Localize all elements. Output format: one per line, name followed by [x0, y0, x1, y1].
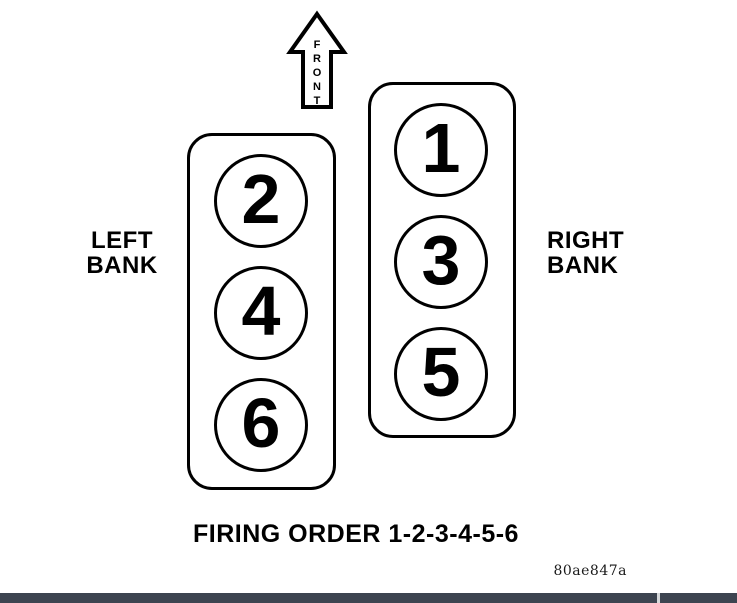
right-bank-outline: 1 3 5 [368, 82, 516, 438]
bottom-bar-divider [657, 593, 660, 603]
cylinder-number: 4 [241, 272, 281, 350]
cylinder-number: 2 [241, 160, 281, 238]
bottom-bar [0, 593, 737, 603]
firing-order-caption: FIRING ORDER 1-2-3-4-5-6 [193, 520, 519, 548]
right-bank-label-line2: BANK [547, 252, 619, 279]
cylinder-number: 6 [241, 384, 281, 462]
right-bank-label-line1: RIGHT [547, 227, 625, 254]
left-bank-outline: 2 4 6 [187, 133, 336, 490]
front-arrow-icon [286, 10, 348, 109]
cylinder-number: 3 [421, 221, 461, 299]
cylinder-2: 2 [214, 154, 308, 248]
figure-code: 80ae847a [553, 563, 627, 579]
cylinder-1: 1 [394, 103, 488, 197]
front-arrow-label: FRONT [311, 39, 323, 109]
cylinder-4: 4 [214, 266, 308, 360]
cylinder-number: 1 [421, 109, 461, 187]
cylinder-5: 5 [394, 327, 488, 421]
left-bank-label-line2: BANK [86, 252, 158, 279]
cylinder-3: 3 [394, 215, 488, 309]
right-bank-label: RIGHT BANK [547, 228, 647, 278]
left-bank-label-line1: LEFT [91, 227, 153, 254]
cylinder-number: 5 [421, 333, 461, 411]
cylinder-6: 6 [214, 378, 308, 472]
left-bank-label: LEFT BANK [80, 228, 164, 278]
